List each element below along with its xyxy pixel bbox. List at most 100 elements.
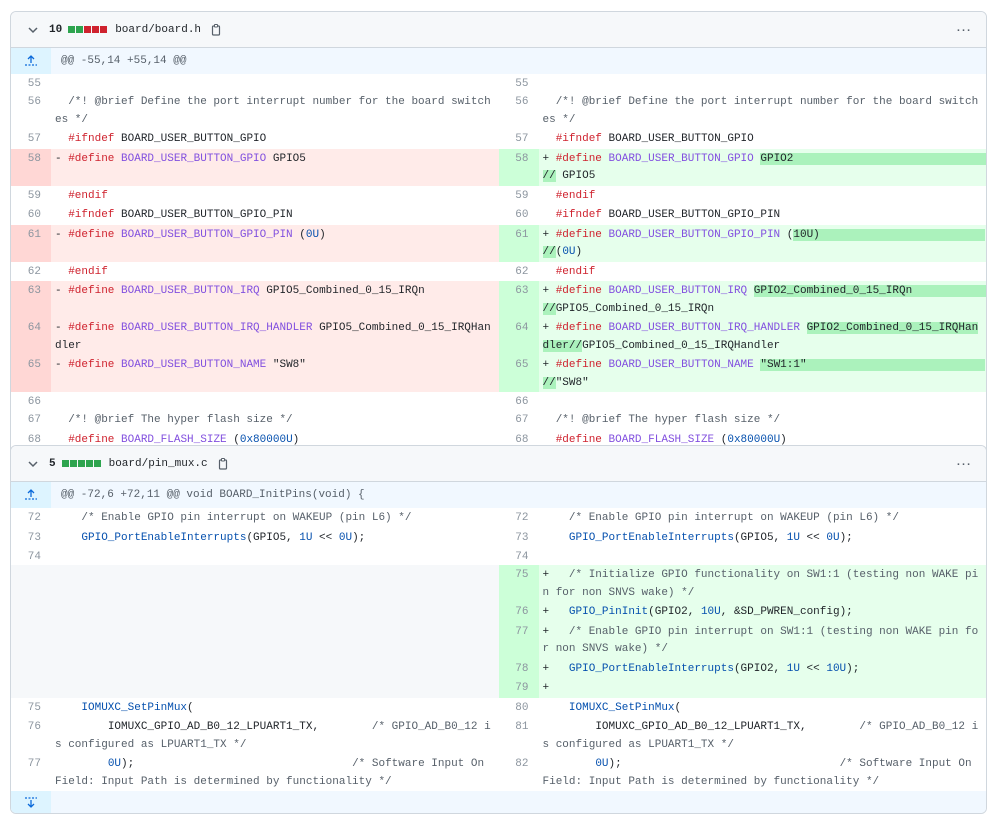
line-number[interactable]: 58 [11,148,51,186]
kebab-menu-icon[interactable]: … [955,17,973,35]
diff-right-side: 59 #endif [499,186,987,206]
code-line: IOMUXC_SetPinMux( [51,698,499,718]
line-number[interactable]: 74 [515,551,529,563]
code-line: #ifndef BOARD_USER_BUTTON_GPIO_PIN [51,205,499,225]
code-token [543,133,556,145]
line-number[interactable]: 75 [498,565,539,602]
code-token: /*! @brief Define the port interrupt num… [55,96,491,126]
line-number[interactable]: 72 [515,512,529,524]
code-line: - #define BOARD_USER_BUTTON_GPIO GPIO5 [51,148,499,186]
code-token: IOMUXC_SetPinMux [81,701,188,714]
chevron-down-icon[interactable] [25,456,41,472]
code-token: IOMUXC_GPIO_AD_B0_12_LPUART1_TX, [55,721,372,733]
expand-up-icon[interactable] [11,482,51,508]
line-number[interactable]: 68 [27,433,41,446]
line-number[interactable]: 77 [27,758,41,770]
line-number[interactable]: 63 [498,281,539,318]
line-number[interactable]: 55 [515,78,529,90]
code-token: + [542,569,569,581]
code-line [539,392,987,410]
code-line [51,678,499,698]
diffstat-square [85,460,93,467]
line-number[interactable]: 79 [498,678,539,698]
line-number[interactable] [11,602,51,622]
code-token: ( [226,433,240,446]
diff-right-side: 61+ #define BOARD_USER_BUTTON_GPIO_PIN (… [498,224,986,262]
copy-icon[interactable] [216,457,230,471]
line-number[interactable]: 60 [515,209,529,221]
line-number[interactable]: 80 [515,701,529,714]
line-number[interactable]: 82 [515,758,529,770]
line-number[interactable]: 67 [27,414,41,426]
expand-up-icon[interactable] [11,48,51,74]
line-number[interactable]: 63 [11,281,51,318]
file-name-link[interactable]: board/board.h [115,23,202,36]
line-number[interactable]: 61 [11,224,51,262]
copy-icon[interactable] [209,23,223,37]
line-number[interactable]: 62 [27,265,41,278]
line-number[interactable]: 60 [27,209,41,221]
line-number[interactable]: 64 [498,318,539,355]
line-number[interactable]: 73 [27,531,41,544]
line-number[interactable]: 67 [515,414,529,426]
line-number[interactable]: 57 [27,133,41,145]
line-number[interactable] [11,565,51,602]
code-token: (GPIO5, [246,531,300,544]
line-number[interactable]: 75 [27,701,41,714]
line-number[interactable]: 64 [11,318,51,355]
code-token: , &SD_PWREN_config); [720,606,853,618]
line-number[interactable]: 66 [515,396,529,408]
line-number[interactable] [11,658,51,678]
file-name-link[interactable]: board/pin_mux.c [108,457,208,470]
expand-down-icon[interactable] [11,791,51,813]
line-number[interactable]: 76 [27,721,41,733]
diff-row: 61- #define BOARD_USER_BUTTON_GPIO_PIN (… [11,224,986,262]
code-token: GPIO5_Combined_0_15_IRQn [555,302,715,315]
line-number[interactable]: 77 [498,621,539,659]
line-number[interactable]: 57 [515,133,529,145]
diff-left-side: 67 /*! @brief The hyper flash size */ [11,410,499,430]
code-token [141,758,352,770]
line-number[interactable]: 81 [515,721,529,733]
line-number[interactable]: 59 [27,189,41,202]
code-token: #endif [542,265,596,278]
line-number[interactable]: 66 [27,396,41,408]
line-number[interactable]: 65 [11,355,51,392]
line-number[interactable]: 72 [27,512,41,524]
code-token: #define [555,152,602,165]
code-token: (GPIO2, [648,606,701,618]
line-number[interactable]: 59 [515,189,529,202]
line-number[interactable]: 74 [27,551,41,563]
line-number[interactable]: 73 [515,531,529,544]
code-token: /* Enable GPIO pin interrupt on WAKEUP (… [542,512,899,524]
line-number[interactable]: 76 [498,602,539,622]
code-line [51,74,499,92]
code-token: + [542,625,569,638]
code-token: - [55,152,69,165]
line-number[interactable] [11,678,51,698]
code-token: /* Initialize GPIO functionality on SW1:… [542,569,979,599]
diff-row: 76 IOMUXC_GPIO_AD_B0_12_LPUART1_TX, /* G… [11,717,986,754]
line-number[interactable]: 56 [27,96,41,108]
line-number[interactable]: 68 [515,433,529,446]
line-number[interactable]: 65 [498,355,539,392]
code-token: 1U [299,531,313,544]
line-number[interactable]: 55 [27,78,41,90]
code-token: BOARD_USER_BUTTON_NAME [608,359,754,371]
code-token: ( [187,701,194,714]
code-line: #endif [51,262,499,282]
kebab-menu-icon[interactable]: … [955,451,973,469]
chevron-down-icon[interactable] [25,22,41,38]
diff-right-side: 55 [499,74,987,92]
diff-left-side: 73 GPIO_PortEnableInterrupts(GPIO5, 1U <… [11,528,499,548]
line-number[interactable]: 56 [515,96,529,108]
line-number[interactable] [11,621,51,659]
code-token [55,758,108,770]
line-number[interactable]: 58 [498,148,539,186]
diff-left-side: 75 IOMUXC_SetPinMux( [11,698,499,718]
line-number[interactable]: 78 [498,658,539,678]
code-token: 0U [338,531,353,544]
line-number[interactable]: 62 [515,265,529,278]
line-number[interactable]: 61 [498,224,539,262]
code-line: #define BOARD_FLASH_SIZE (0x80000U) [51,430,499,450]
